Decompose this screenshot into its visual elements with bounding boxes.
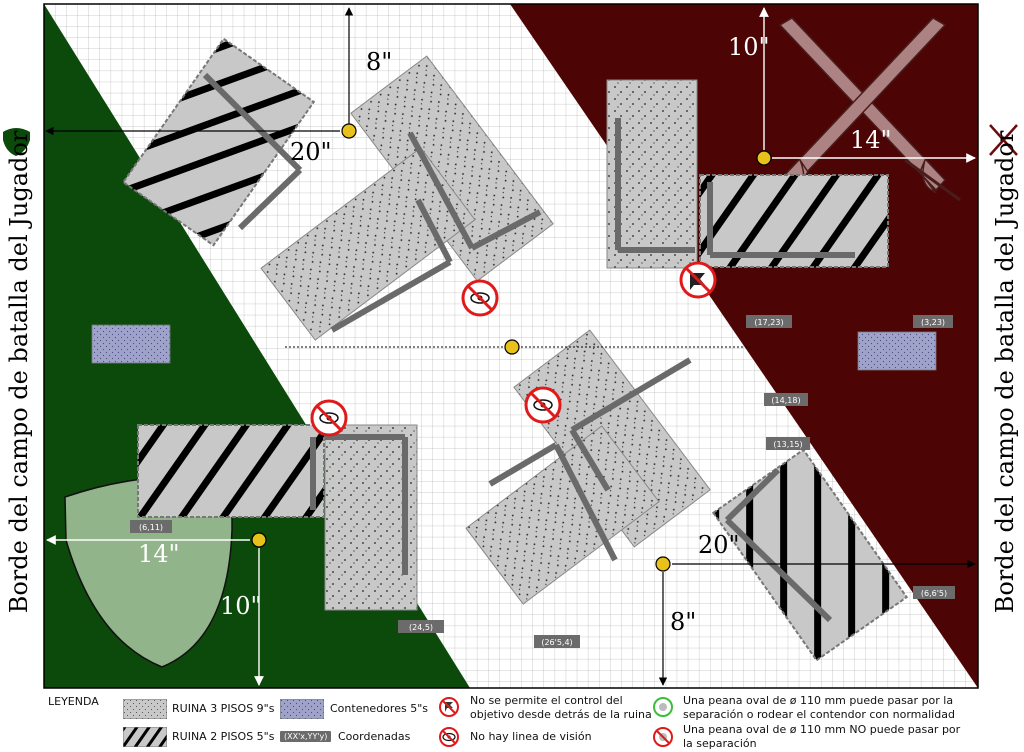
red-x-side-icon	[989, 124, 1018, 156]
svg-text:(6,6'5): (6,6'5)	[921, 589, 947, 598]
ruin-2-bottom-right	[711, 448, 909, 662]
coord-chip-3-23: (3,23)	[913, 315, 953, 328]
measure-top-left	[45, 7, 354, 136]
legend-container-swatch	[280, 699, 324, 719]
no-los-marker-1	[461, 279, 499, 317]
measure-label-top-right-vertical: 10"	[728, 33, 770, 61]
ruin-2-top-left	[121, 37, 316, 247]
legend: LEYENDA RUINA 3 PISOS 9"s RUINA 2 PISOS …	[0, 690, 1024, 752]
ruin-3-top-right	[606, 79, 698, 269]
ruin-2-bottom-left	[137, 424, 325, 518]
svg-text:(14,18): (14,18)	[771, 396, 800, 405]
coord-chip-6-6-5: (6,6'5)	[913, 586, 955, 599]
svg-text:(17,23): (17,23)	[754, 318, 783, 327]
ruin-3-bottom-center-b	[465, 425, 660, 605]
measure-label-top-left-horizontal: 20"	[290, 138, 332, 166]
coord-chip-13-15: (13,15)	[766, 437, 810, 450]
measure-label-top-left-vertical: 8"	[366, 48, 392, 76]
left-player-edge-label: Borde del campo de batalla del Jugador	[5, 130, 33, 614]
legend-ruin3-swatch	[123, 699, 167, 719]
coord-chip-14-18: (14,18)	[764, 393, 808, 406]
legend-coords-chip: (XX'x,YY'y)	[280, 731, 332, 742]
measure-label-bottom-right-horizontal: 20"	[698, 531, 740, 559]
legend-no-control-icon	[439, 697, 459, 717]
measure-label-bottom-left-vertical: 10"	[220, 592, 262, 620]
container-right	[857, 331, 937, 371]
coord-chip-6-11: (6,11)	[130, 520, 172, 533]
measure-top-right	[759, 7, 976, 163]
legend-base-ok-text: Una peana oval de ø 110 mm puede pasar p…	[683, 694, 955, 721]
measure-bottom-left	[46, 535, 264, 686]
legend-base-no-text: Una peana oval de ø 110 mm NO puede pasa…	[683, 723, 961, 750]
legend-title: LEYENDA	[48, 695, 99, 708]
no-los-marker-3	[524, 386, 562, 424]
measure-label-bottom-left-horizontal: 14"	[138, 540, 180, 568]
skull-objective-icon	[251, 123, 772, 572]
measure-label-bottom-right-vertical: 8"	[670, 608, 696, 636]
svg-text:(6,11): (6,11)	[139, 523, 163, 532]
measure-bottom-right	[658, 559, 976, 686]
svg-text:(13,15): (13,15)	[773, 440, 802, 449]
legend-base-no-icon	[653, 727, 673, 747]
coord-chip-26-5-4: (26'5,4)	[534, 635, 580, 648]
no-control-marker	[679, 261, 717, 299]
green-shield-side-icon	[3, 128, 30, 156]
svg-text:(26'5,4): (26'5,4)	[541, 638, 572, 647]
no-los-marker-2	[310, 399, 348, 437]
coord-chip-17-23: (17,23)	[746, 315, 792, 328]
legend-ruin2-swatch	[123, 727, 167, 747]
legend-no-control-text: No se permite el control del objetivo de…	[470, 694, 652, 721]
legend-no-los-icon	[439, 727, 459, 747]
legend-container-label: Contenedores 5"s	[330, 702, 428, 715]
svg-text:(3,23): (3,23)	[921, 318, 945, 327]
legend-ruin3-label: RUINA 3 PISOS 9"s	[172, 702, 275, 715]
ruin-3-top-center-b	[260, 147, 476, 341]
right-player-edge-label: Borde del campo de batalla del Jugador	[991, 130, 1019, 614]
legend-no-los-label: No hay linea de visión	[470, 730, 592, 743]
container-left	[91, 324, 171, 364]
ruin-2-top-right	[699, 174, 889, 268]
legend-coords-label: Coordenadas	[338, 730, 411, 743]
coord-chip-24-5: (24,5)	[398, 620, 444, 633]
measure-label-top-right-horizontal: 14"	[850, 126, 892, 154]
svg-text:(24,5): (24,5)	[409, 623, 433, 632]
ruin-3-bottom-left	[324, 424, 418, 611]
legend-base-ok-icon	[653, 697, 673, 717]
legend-ruin2-label: RUINA 2 PISOS 5"s	[172, 730, 275, 743]
